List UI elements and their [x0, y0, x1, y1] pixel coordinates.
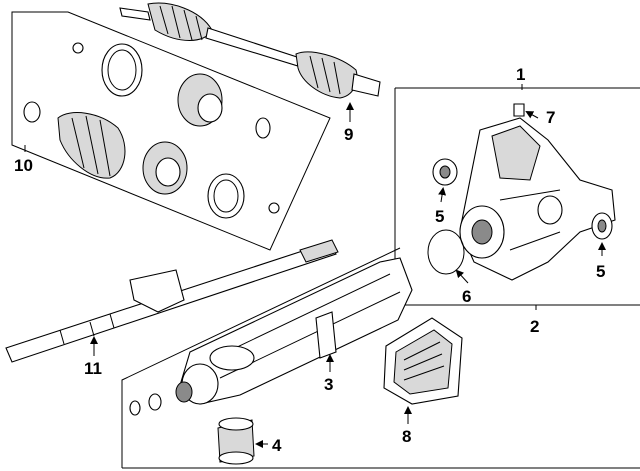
callout-4: 4 — [272, 436, 282, 455]
callout-labels: 1 2 3 4 5 5 6 7 8 9 10 11 — [14, 65, 605, 455]
callout-8: 8 — [402, 427, 411, 446]
propeller-shaft — [5, 239, 339, 363]
callout-10: 10 — [14, 156, 33, 175]
callout-3: 3 — [324, 375, 333, 394]
extension-panel — [121, 247, 640, 469]
mount-bushing — [217, 417, 255, 465]
extension-housing — [129, 257, 413, 416]
callout-6: 6 — [462, 287, 471, 306]
differential-assembly — [427, 103, 616, 281]
callout-7: 7 — [546, 108, 555, 127]
callout-5-left: 5 — [435, 207, 444, 226]
control-module — [383, 317, 463, 405]
axle-kit-parts — [23, 42, 280, 219]
drive-axle-shaft — [119, 2, 381, 99]
callout-1: 1 — [516, 65, 525, 84]
leader-lines — [24, 84, 606, 448]
callout-9: 9 — [344, 125, 353, 144]
callout-11: 11 — [84, 359, 102, 378]
axle-kit-panel — [11, 11, 331, 251]
callout-2: 2 — [530, 317, 539, 336]
callout-5-right: 5 — [596, 262, 605, 281]
